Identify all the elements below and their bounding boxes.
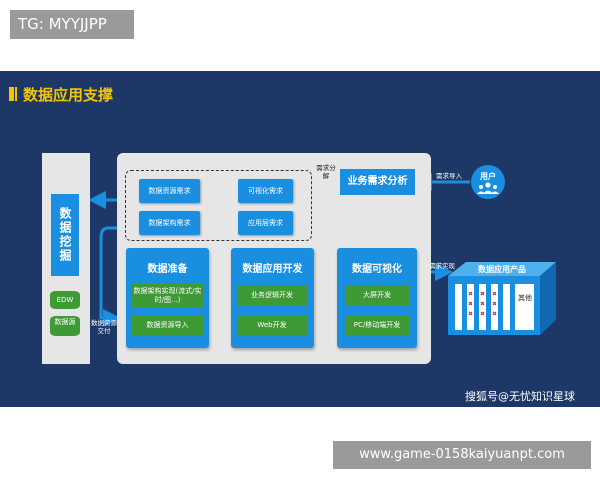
realize-label: 需求实现 [429,262,455,270]
arrow-loop-to-prep [99,226,125,327]
visualization-title: 数据可视化 [352,264,402,275]
data-arch-impl-box: 数据架构实现(流式/实时/图...) [131,284,204,308]
requirements-group [125,170,312,241]
app-dev-title: 数据应用开发 [242,264,303,275]
diagram-title: 数据应用支撑 [23,86,114,104]
web-dev-box: Web开发 [237,315,307,336]
product-other-label: 其他 [518,294,532,302]
product-slots [455,284,534,330]
delivery-label: 数据资源交付 [91,319,117,335]
architecture-requirement-box: 数据架构需求 [139,211,200,235]
watermark-text: 搜狐号@无忧知识星球 [465,390,575,403]
app-requirement-box: 应用层需求 [238,211,293,235]
users-icon [477,182,499,194]
product-title: 数据应用产品 [478,265,526,274]
data-mining-box: 数据挖掘 [51,194,79,276]
footer-url-label: www.game-0158kaiyuanpt.com [333,441,591,469]
visual-requirement-box: 可视化需求 [238,179,293,203]
tag-label: TG: MYYJJPP [10,10,134,39]
import-label: 需求导入 [436,172,462,180]
resource-requirement-box: 数据资源需求 [139,179,200,203]
analysis-label: 需求分解 [316,164,336,180]
user-label: 用户 [480,172,496,181]
data-resource-import-box: 数据资源导入 [131,315,204,336]
pc-mobile-box: PC/移动端开发 [345,315,409,336]
data-prep-title: 数据准备 [147,264,188,275]
business-logic-box: 业务逻辑开发 [237,285,307,306]
big-screen-box: 大屏开发 [345,285,409,306]
edw-database: EDW [50,291,80,309]
title-accent-bar [9,87,14,101]
source-database: 数据源 [50,316,80,336]
business-analysis-box: 业务需求分析 [340,169,415,195]
product-box-shape [448,262,556,335]
title-accent-bar-thin [15,87,17,101]
